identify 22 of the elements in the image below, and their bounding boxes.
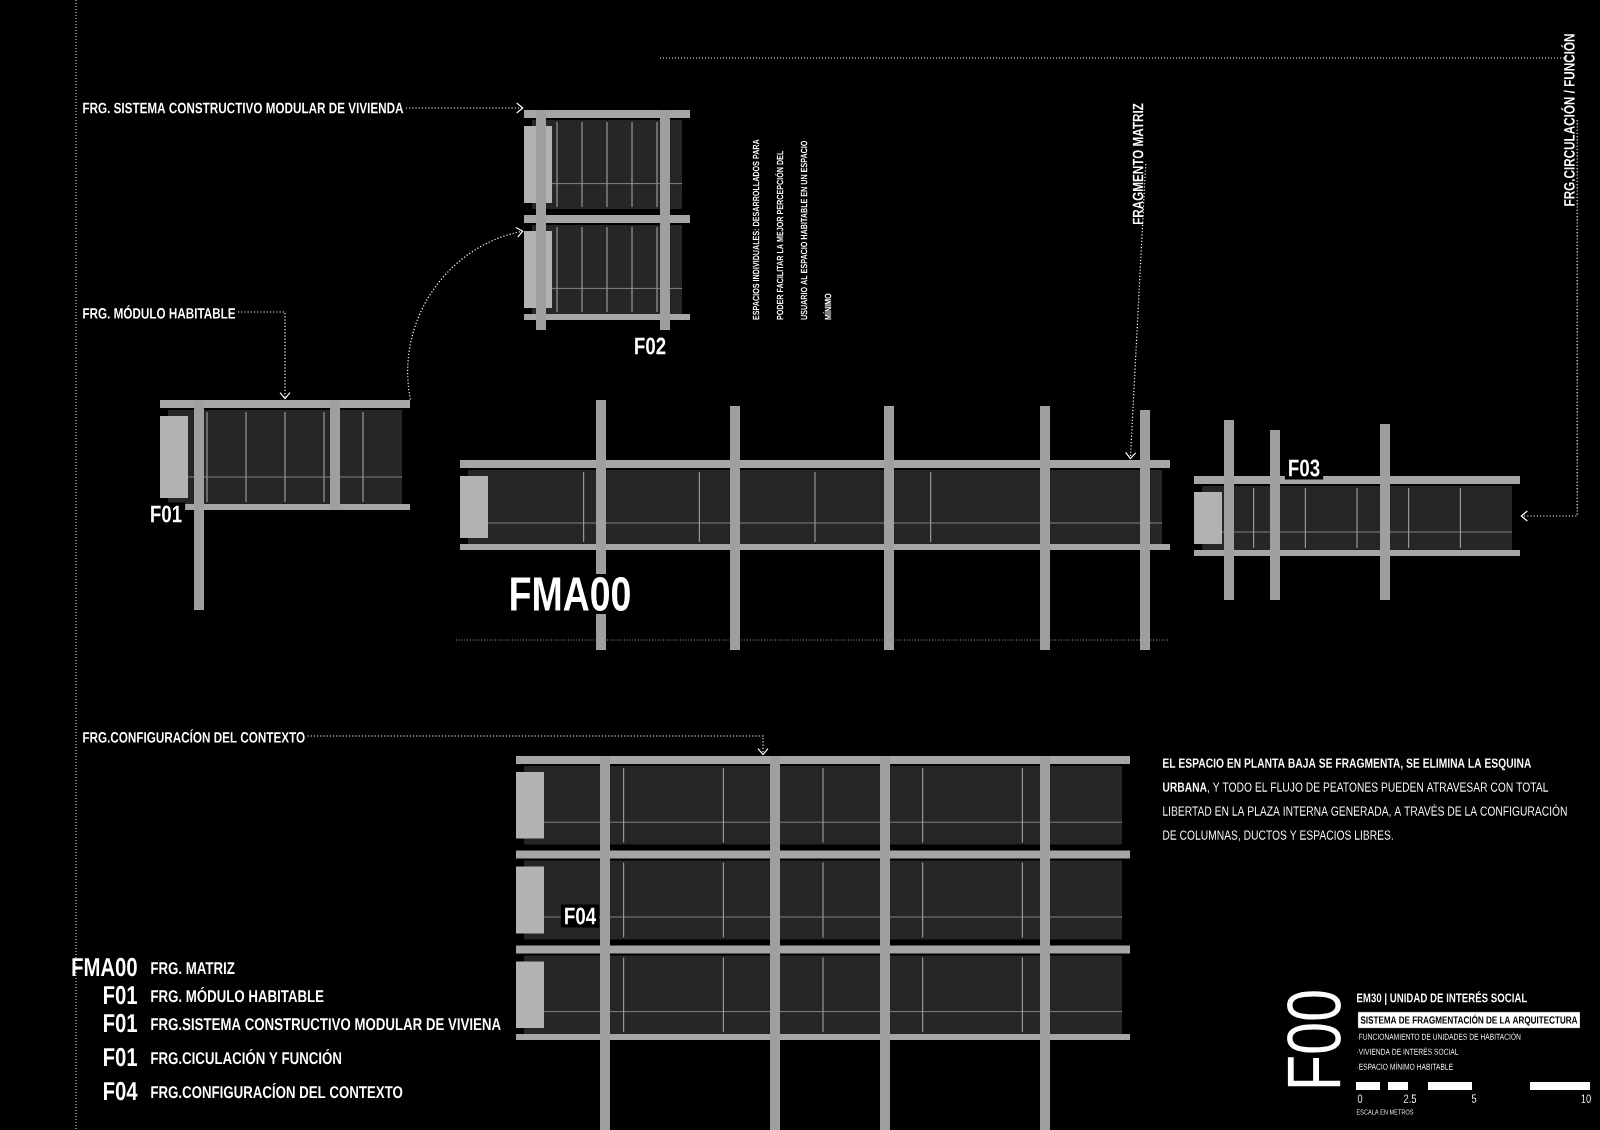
building-drawing xyxy=(524,110,690,330)
sheet-code: F00 xyxy=(1287,991,1341,1087)
legend-text: FRG. MÓDULO HABITABLE xyxy=(151,986,324,1003)
fragment-code: F01 xyxy=(104,985,138,1005)
fragment-code: FMA00 xyxy=(72,957,137,977)
fragment-code: F01 xyxy=(104,1013,138,1033)
fragment-code: F03 xyxy=(1284,456,1324,480)
building-drawing xyxy=(516,756,1130,1130)
building-drawing xyxy=(1194,420,1520,600)
fragment-code: F01 xyxy=(104,1047,138,1067)
fragment-code: F04 xyxy=(104,1081,138,1101)
leader-arrow xyxy=(1125,163,1147,460)
leader-arrow xyxy=(306,735,769,756)
fragment-code: FMA00 xyxy=(505,574,635,614)
leader-arrow xyxy=(407,226,524,401)
leader-arrow xyxy=(237,311,291,400)
leader-arrow xyxy=(405,102,524,114)
legend-text: FRG.CICULACIÓN Y FUNCIÓN xyxy=(151,1048,342,1065)
legend-text: FRG.CONFIGURACÍON DEL CONTEXTO xyxy=(151,1082,403,1099)
building-drawing xyxy=(460,400,1170,650)
leader-arrow xyxy=(1520,119,1578,522)
legend-text: FRG. MATRIZ xyxy=(151,962,235,975)
